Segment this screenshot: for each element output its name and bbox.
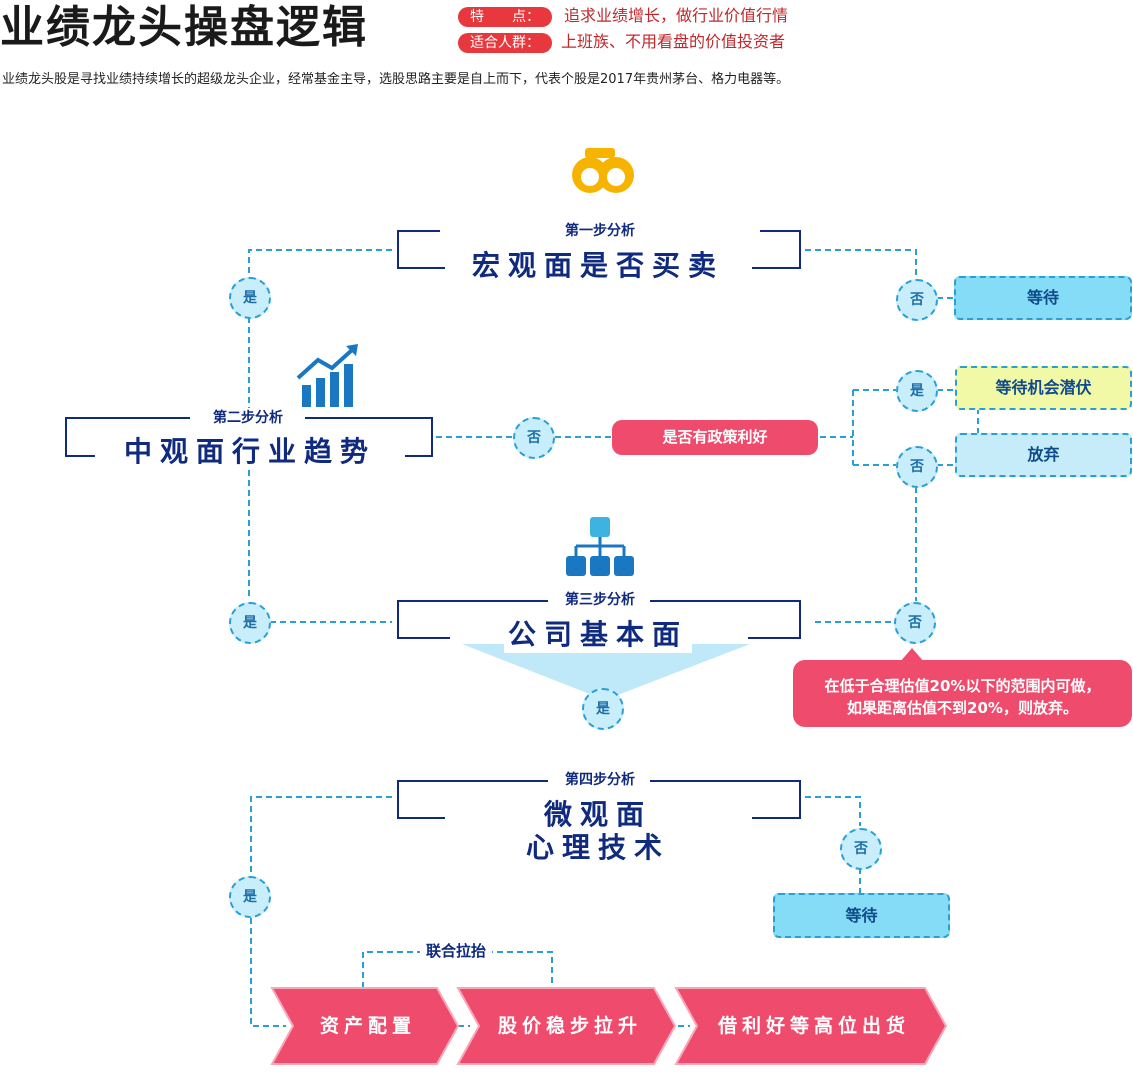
audience-text: 上班族、不用看盘的价值投资者	[561, 32, 786, 51]
policy-yes-circle: 是	[896, 370, 938, 412]
arrow-asset-allocation: 资产配置	[319, 1015, 416, 1037]
step1-label: 第一步分析	[557, 221, 643, 241]
step1-yes-circle: 是	[229, 277, 271, 319]
wait-box-1: 等待	[954, 276, 1132, 320]
arrow-sell-at-top: 借利好等高位出货	[717, 1015, 910, 1037]
intro-text: 业绩龙头股是寻找业绩持续增长的超级龙头企业，经常基金主导，选股思路主要是自上而下…	[2, 72, 790, 87]
policy-no-circle: 否	[896, 446, 938, 488]
arrow-steady-rise: 股价稳步拉升	[497, 1015, 642, 1037]
org-chart-icon	[566, 517, 634, 576]
bar-chart-trend-icon	[296, 344, 358, 407]
valuation-rule-line1: 在低于合理估值20%以下的范围内可做，	[824, 677, 1101, 695]
joint-lift-label: 联合拉抬	[419, 941, 493, 961]
binoculars-icon	[572, 148, 634, 193]
step4-title-line2: 心理技术	[521, 830, 675, 866]
step4-yes-circle: 是	[229, 876, 271, 918]
step2-title: 中观面行业趋势	[119, 434, 381, 470]
feature-text: 追求业绩增长，做行业价值行情	[564, 6, 789, 25]
step1-title: 宏观面是否买卖	[467, 248, 729, 284]
step4-label: 第四步分析	[557, 770, 643, 790]
step2-label: 第二步分析	[205, 408, 291, 428]
give-up-box: 放弃	[955, 433, 1132, 477]
step3-yes-left-circle: 是	[229, 602, 271, 644]
policy-question: 是否有政策利好	[612, 420, 818, 455]
step4-title-line1: 微观面	[539, 797, 657, 833]
step4-no-circle: 否	[840, 828, 882, 870]
step2-no-circle: 否	[513, 417, 555, 459]
step3-label: 第三步分析	[557, 590, 643, 610]
step3-yes-bottom-circle: 是	[582, 688, 624, 730]
valuation-rule-callout: 在低于合理估值20%以下的范围内可做， 如果距离估值不到20%，则放弃。	[793, 660, 1132, 727]
page-title: 业绩龙头操盘逻辑	[0, 2, 368, 53]
wait-box-2: 等待	[773, 893, 950, 938]
audience-tag: 适合人群：	[458, 33, 552, 53]
wait-ambush-box: 等待机会潜伏	[955, 366, 1132, 410]
feature-tag: 特 点：	[458, 7, 552, 27]
arrow-shape-3	[674, 987, 948, 1065]
arrow-shape-1	[270, 987, 460, 1065]
step3-title: 公司基本面	[503, 617, 693, 653]
arrow-shape-2	[456, 987, 677, 1065]
step3-no-circle: 否	[894, 602, 936, 644]
step1-no-circle: 否	[896, 279, 938, 321]
valuation-rule-line2: 如果距离估值不到20%，则放弃。	[847, 699, 1078, 717]
